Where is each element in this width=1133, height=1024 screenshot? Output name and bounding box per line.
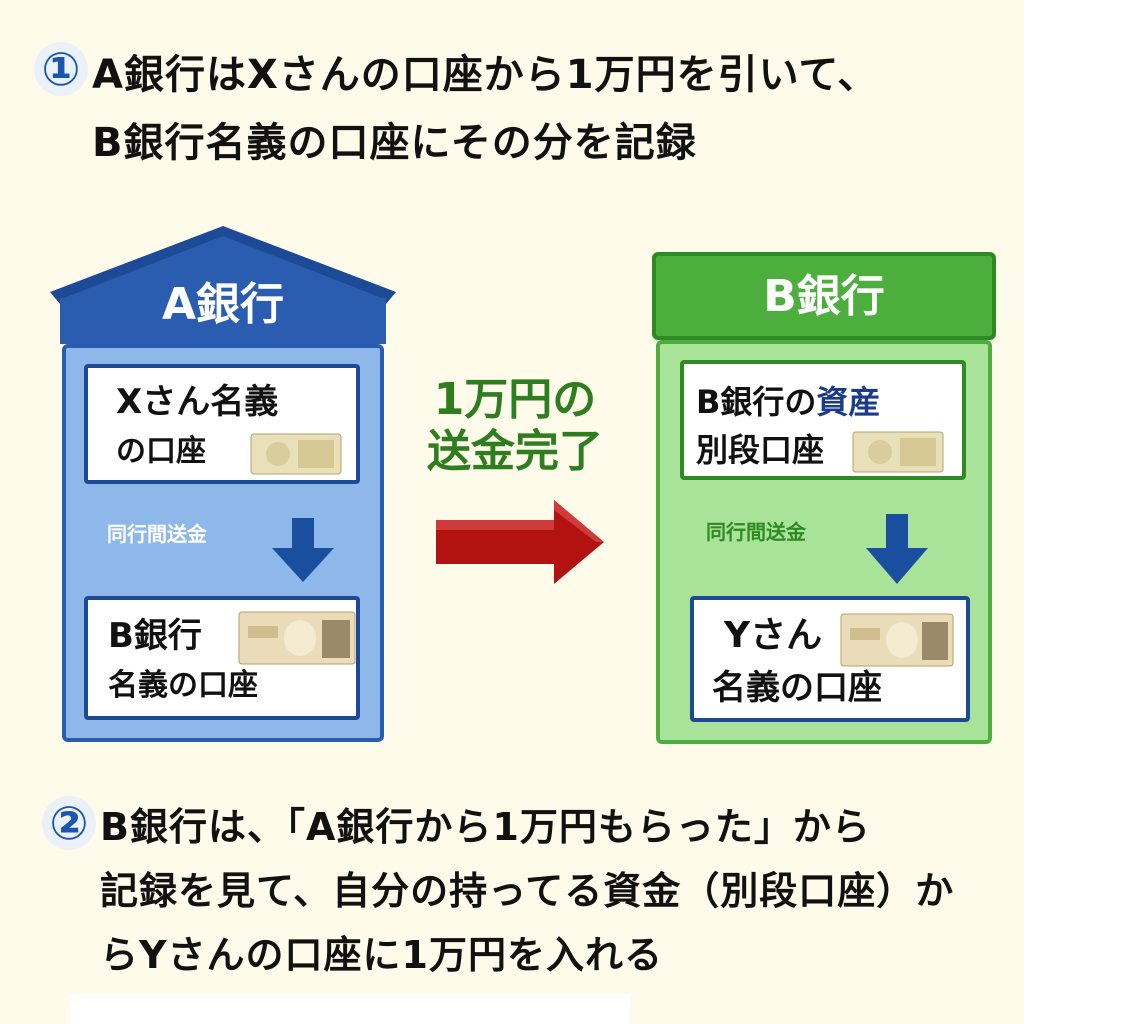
account-x: Xさん名義 の口座 — [84, 364, 360, 484]
account-b-bank-line-1: B銀行 — [108, 616, 202, 656]
step-2-line-3: らYさんの口座に1万円を入れる — [100, 933, 663, 977]
bank-b-transfer-label: 同行間送金 — [706, 520, 806, 544]
assets-label: 資産 — [816, 383, 881, 421]
bank-b-header — [652, 252, 996, 340]
account-b-bank-line-2: 名義の口座 — [108, 668, 258, 703]
step-1-line-1: A銀行はXさんの口座から1万円を引いて、 — [92, 52, 879, 98]
bank-b-down-arrow-icon — [866, 514, 928, 584]
bank-a-down-arrow-icon — [272, 518, 334, 582]
account-x-line-2: の口座 — [116, 434, 206, 469]
account-y-line-2: 名義の口座 — [712, 668, 882, 708]
account-x-line-1: Xさん名義 — [116, 382, 279, 422]
step-1-number: ① — [34, 42, 88, 96]
transfer-arrow-icon — [436, 500, 604, 584]
banknote-icon — [852, 431, 944, 473]
step-2-line-1: B銀行は、「A銀行から1万円もらった」から — [100, 805, 871, 849]
account-y: Yさん 名義の口座 — [690, 596, 970, 722]
step-2-number: ② — [42, 796, 96, 850]
blank-strip — [70, 994, 630, 1024]
bank-a-roof — [50, 226, 396, 344]
banknote-icon — [238, 611, 356, 665]
account-y-line-1: Yさん — [724, 615, 823, 656]
account-special: B銀行の資産 別段口座 — [680, 360, 966, 480]
banknote-icon — [840, 613, 954, 667]
account-b-bank: B銀行 名義の口座 — [84, 596, 360, 720]
step-1-line-2: B銀行名義の口座にその分を記録 — [92, 120, 697, 166]
center-label-1: 1万円の — [433, 374, 597, 425]
center-label-2: 送金完了 — [427, 426, 603, 477]
bank-a-title: A銀行 — [161, 279, 285, 330]
bank-b-title: B銀行 — [763, 271, 885, 322]
banknote-icon — [250, 433, 342, 475]
bank-a-transfer-label: 同行間送金 — [107, 522, 207, 546]
step-2-line-2: 記録を見て、自分の持ってる資金（別段口座）か — [100, 869, 955, 913]
account-special-line-2: 別段口座 — [696, 431, 825, 469]
account-special-line-1: B銀行の資産 — [696, 383, 881, 421]
